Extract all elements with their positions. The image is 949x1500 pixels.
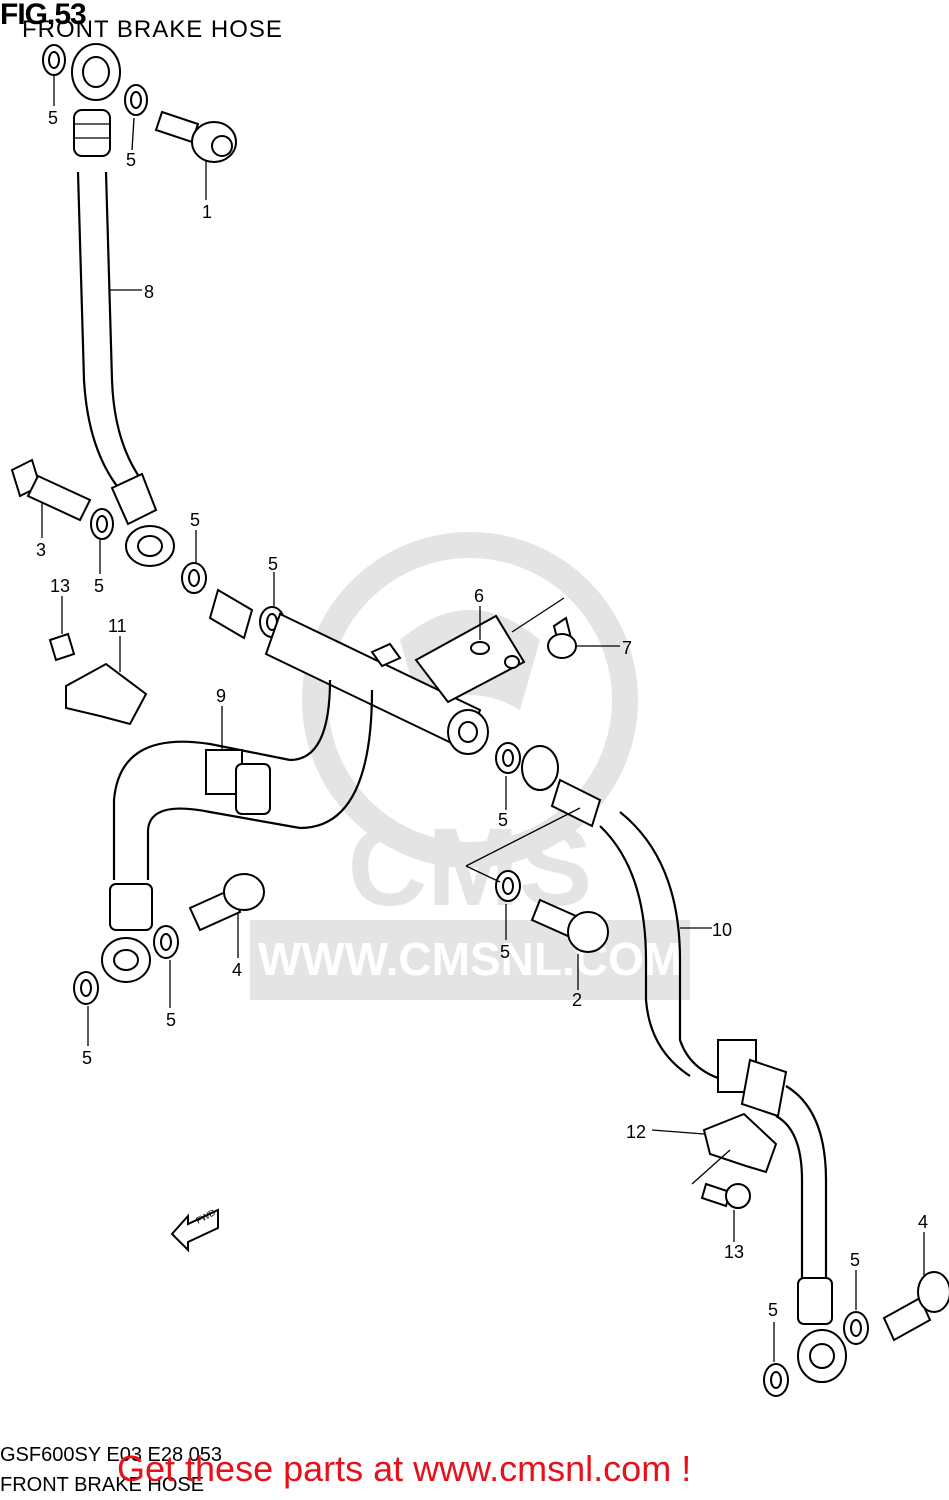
callout-13-b: 13: [724, 1242, 744, 1262]
callout-5-g: 5: [500, 942, 510, 962]
callout-5-b: 5: [126, 150, 136, 170]
cms-watermark: CMS WWW.CMSNL.COM: [250, 532, 690, 1000]
callout-4-a: 4: [232, 960, 242, 980]
figure-subtitle: FRONT BRAKE HOSE: [22, 16, 283, 43]
callout-5-f: 5: [498, 810, 508, 830]
callout-5-a: 5: [48, 108, 58, 128]
model-code: GSF600SY E03 E28 053: [0, 1444, 223, 1466]
callout-3: 3: [36, 540, 46, 560]
callout-6: 6: [474, 586, 484, 606]
fwd-arrow-icon: FWD: [170, 1207, 219, 1253]
callout-5-d: 5: [190, 510, 200, 530]
hose-joint: [208, 588, 526, 755]
callout-9: 9: [216, 686, 226, 706]
hose-10: [521, 745, 847, 1383]
callout-4-b: 4: [918, 1212, 928, 1232]
washers: [42, 44, 869, 1397]
callout-2: 2: [572, 990, 582, 1010]
promo-link[interactable]: Get these parts at www.cmsnl.com !: [117, 1448, 692, 1489]
callout-5-k: 5: [768, 1300, 778, 1320]
callout-5-c: 5: [94, 576, 104, 596]
callout-1: 1: [202, 202, 212, 222]
figure-title: FIG.53: [0, 0, 87, 31]
hose-9: [101, 679, 374, 983]
callout-8: 8: [144, 282, 154, 302]
callout-11: 11: [108, 616, 127, 636]
callout-7: 7: [622, 638, 632, 658]
callout-13-a: 13: [50, 576, 70, 596]
figure-caption: FRONT BRAKE HOSE: [0, 1474, 205, 1496]
hose-8: [71, 43, 175, 567]
callout-numbers: 5 5 1 8 3 5 5 5 6 7 13 11 9 5 5 10 4 2 5…: [36, 108, 928, 1320]
callout-5-j: 5: [850, 1250, 860, 1270]
leader-lines: [41, 76, 925, 1362]
callout-10: 10: [712, 920, 732, 940]
callout-5-i: 5: [82, 1048, 92, 1068]
callout-12: 12: [626, 1122, 646, 1142]
watermark-url: WWW.CMSNL.COM: [258, 933, 682, 985]
callout-5-h: 5: [166, 1010, 176, 1030]
callout-5-e: 5: [268, 554, 278, 574]
